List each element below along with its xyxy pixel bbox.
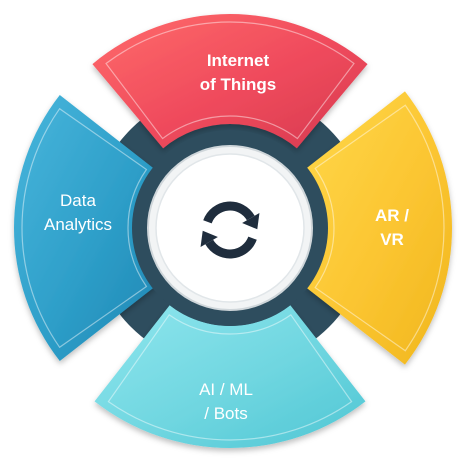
segment-bottom-inner-outline <box>107 313 353 441</box>
segment-bottom-label-line: AI / ML <box>199 380 253 399</box>
segment-left-inner-outline <box>21 107 148 349</box>
segment-right: AR / VR <box>305 91 453 365</box>
segment-bottom-shape <box>94 305 366 448</box>
segment-top-inner-outline <box>105 21 355 140</box>
segment-left-shape <box>13 95 156 361</box>
segment-bottom-label-line: / Bots <box>204 404 247 423</box>
segment-bottom: AI / ML / Bots <box>94 305 366 448</box>
segment-left-label-line: Data <box>60 191 96 210</box>
segment-right-inner-outline <box>314 104 445 352</box>
refresh-arc-2 <box>205 236 257 259</box>
segment-right-label: AR / VR <box>375 206 409 249</box>
segment-right-label-line: AR / <box>375 206 409 225</box>
refresh-arc-1 <box>203 201 255 224</box>
refresh-arrowhead-2 <box>200 230 218 247</box>
segment-bottom-label: AI / ML / Bots <box>199 380 253 423</box>
segment-top-label-line: Internet <box>207 51 270 70</box>
segment-top-label-line: of Things <box>200 75 276 94</box>
center-hub <box>132 130 328 326</box>
segment-right-shape <box>305 91 453 365</box>
segment-right-label-line: VR <box>380 230 404 249</box>
segment-top: Internet of Things <box>92 14 368 149</box>
segment-left-label-line: Analytics <box>44 215 112 234</box>
segments-layer: Internet of Things AR / VR AI / ML / Bots Data… <box>13 14 453 448</box>
refresh-cycle-icon <box>200 201 260 259</box>
refresh-arrowhead-1 <box>242 213 260 230</box>
segment-top-label: Internet of Things <box>200 51 276 94</box>
segment-top-shape <box>92 14 368 149</box>
center-circle <box>155 153 305 303</box>
